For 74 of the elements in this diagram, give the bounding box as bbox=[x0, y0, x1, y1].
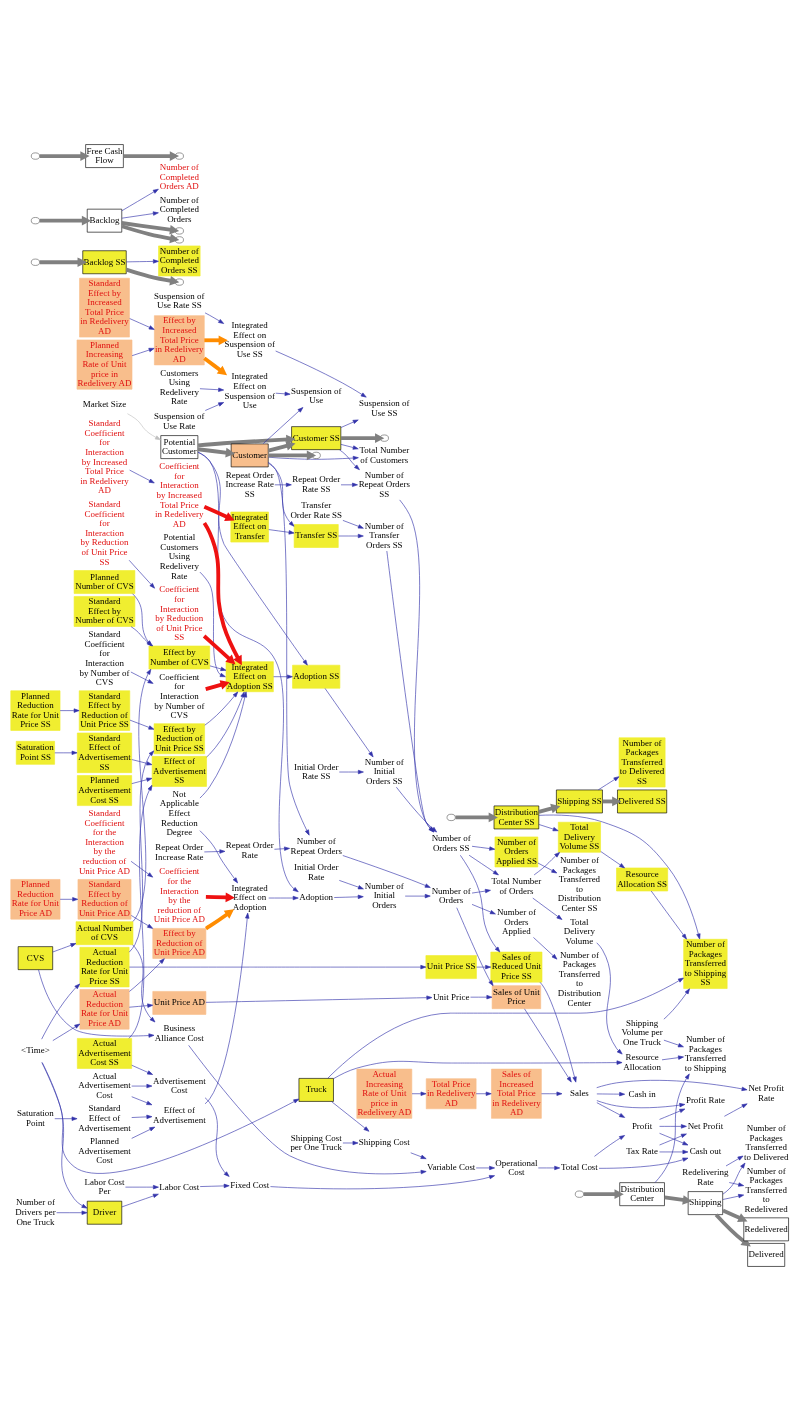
node-text: Suspension of Use Rate bbox=[154, 411, 205, 431]
node-text: Coefficient for the Interaction by the reduction of Unit Price AD bbox=[153, 866, 205, 925]
node-text: Total Number of Orders bbox=[491, 876, 542, 896]
node-text: <Time> bbox=[21, 1045, 50, 1056]
node-text: Number of Completed Orders AD bbox=[159, 161, 199, 192]
node-text: Number of Completed Orders bbox=[159, 194, 199, 224]
node-text: Number of Orders Applied bbox=[496, 907, 536, 937]
node-text: Actual Advertisement Cost bbox=[78, 1070, 131, 1101]
node-text: Advertisement Cost bbox=[153, 1075, 206, 1096]
node-text: Coefficient for Interaction by Number of CVS bbox=[154, 671, 205, 721]
node-text: Number of Packages Transferred to Distribution Center SS bbox=[557, 854, 602, 913]
node-text: Repeat Order Increase Rate SS bbox=[225, 469, 274, 499]
node-text: Cash out bbox=[689, 1146, 722, 1157]
node-text: Suspension of Use Rate SS bbox=[154, 290, 205, 311]
node-text: Suspension of Use bbox=[291, 385, 342, 406]
node-text: Number of Initial Orders SS bbox=[364, 756, 404, 786]
node-text: Saturation Point bbox=[17, 1108, 54, 1128]
node-text: Resource Allocation bbox=[623, 1051, 661, 1072]
node-text: Number of Orders bbox=[431, 885, 471, 906]
node-text: Shipping Cost bbox=[358, 1137, 410, 1148]
node-text: Cash in bbox=[628, 1088, 656, 1099]
node-text: Integrated Effect on Adoption bbox=[231, 882, 268, 912]
node-text: Effect of Advertisement bbox=[153, 1105, 206, 1125]
node-text: Standard Coefficient for Interaction by Reduction of Unit Price SS bbox=[80, 499, 129, 567]
node-text: Coefficient for Interaction by Increased Total Price in Redelivery AD bbox=[155, 461, 204, 529]
node-text: Customers Using Redelivery Rate bbox=[159, 367, 199, 407]
node-text: Transfer Order Rate SS bbox=[290, 499, 343, 520]
node-text: Total Delivery Volume bbox=[563, 916, 596, 946]
node-text: Labor Cost bbox=[159, 1181, 200, 1192]
node-text: Suspension of Use SS bbox=[359, 398, 410, 418]
node-text: Total Cost bbox=[560, 1162, 598, 1173]
node-text: Standard Coefficient for Interaction by Number of CVS bbox=[79, 629, 130, 688]
node-text: Tax Rate bbox=[626, 1146, 659, 1157]
node-text: Potential Customers Using Redelivery Rate bbox=[159, 532, 199, 581]
node-text: Adoption bbox=[299, 892, 334, 903]
node-text: Number of Transfer Orders SS bbox=[364, 520, 404, 550]
node-text: Standard Coefficient for Interaction by Increased Total Price in Redelivery AD bbox=[80, 418, 129, 496]
node-text: Operational Cost bbox=[495, 1157, 538, 1178]
node-text: Number of Repeat Orders SS bbox=[358, 469, 411, 499]
node-text: Number of Initial Orders bbox=[364, 880, 404, 911]
node-text: Redelivering Rate bbox=[682, 1167, 729, 1187]
node-text: Net Profit bbox=[687, 1120, 724, 1131]
node-text: Total Number of Customers bbox=[359, 444, 410, 465]
node-text: Labor Cost Per bbox=[84, 1176, 125, 1197]
node-text: Number of Packages Transferred to Shipping bbox=[684, 1034, 727, 1073]
node-text: Profit bbox=[631, 1120, 653, 1131]
node-text: Integrated Effect on Suspension of Use SS bbox=[224, 320, 275, 360]
node-text: Number of Packages Transferred to Distribution Center bbox=[557, 949, 602, 1008]
node-text: Number of Packages Transferred to Redelivered bbox=[744, 1165, 788, 1214]
node-text: Coefficient for Interaction by Reduction of Unit Price SS bbox=[155, 584, 204, 643]
node-text: Initial Order Rate bbox=[294, 862, 339, 882]
node-text: Sales bbox=[569, 1088, 589, 1099]
node-text: Fixed Cost bbox=[230, 1179, 270, 1190]
node-text: Planned Advertisement Cost bbox=[78, 1136, 131, 1166]
node-text: Not Applicable Effect Reduction Degree bbox=[159, 788, 199, 838]
node-text: Standard Effect of Advertisement bbox=[78, 1103, 131, 1133]
node-text: Profit Rate bbox=[685, 1095, 725, 1106]
node-text: Number of Orders SS bbox=[431, 833, 471, 853]
node-text: Variable Cost bbox=[426, 1162, 476, 1173]
node-text: Number of Repeat Orders bbox=[290, 836, 342, 857]
node-text: Shipping Cost per One Truck bbox=[290, 1132, 343, 1153]
node-text: Initial Order Rate SS bbox=[294, 761, 339, 782]
node-text: Unit Price bbox=[432, 991, 470, 1002]
node-text: Market Size bbox=[82, 398, 127, 409]
node-text: Standard Coefficient for the Interaction by the reduction of Unit Price AD bbox=[78, 807, 131, 876]
node-text: Number of Drivers per One Truck bbox=[15, 1197, 56, 1227]
node-text: Shipping Volume per One Truck bbox=[621, 1017, 663, 1047]
node-text: Business Alliance Cost bbox=[154, 1023, 204, 1043]
node-text: Repeat Order Increase Rate bbox=[155, 842, 204, 862]
node-text: Repeat Order Rate bbox=[225, 840, 274, 860]
node-text: Integrated Effect on Suspension of Use bbox=[224, 371, 275, 411]
node-text: Number of Packages Transferred to Delivered bbox=[743, 1122, 789, 1162]
node-text: Net Profit Rate bbox=[748, 1083, 784, 1103]
node-text: Repeat Order Rate SS bbox=[292, 474, 341, 494]
